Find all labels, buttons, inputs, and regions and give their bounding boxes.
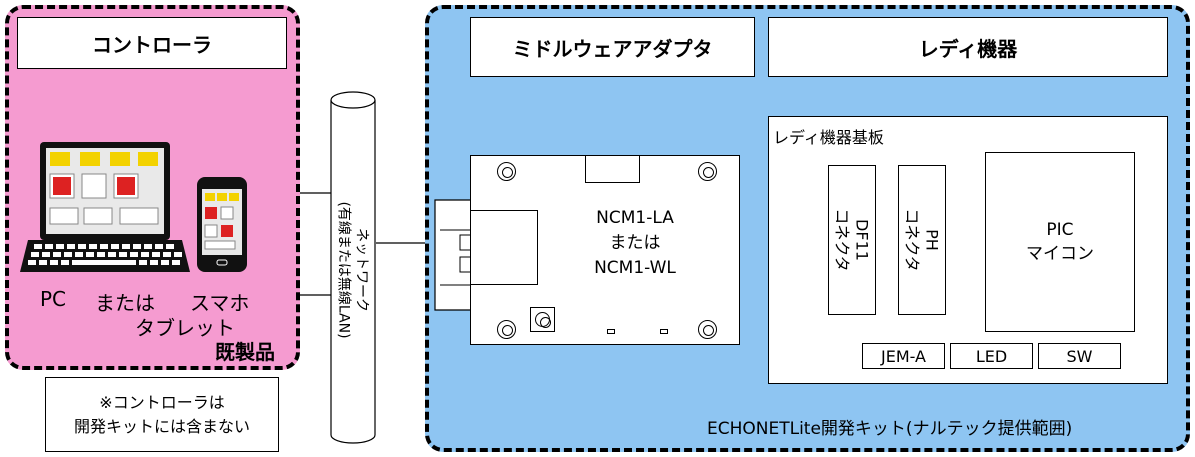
note-line-1: ※コントローラは (99, 392, 225, 412)
network-sublabel: (有線または無線LAN) (336, 201, 353, 339)
sw-switch: SW (1038, 343, 1121, 369)
kit-footer: ECHONETLite開発キット(ナルテック提供範囲) (707, 419, 1073, 439)
ethernet-jack-body (470, 210, 538, 285)
network-text: ネットワーク (有線または無線LAN) (335, 201, 371, 338)
note-line-2: 開発キットには含まない (73, 416, 250, 436)
network-text-wrap: ネットワーク (有線または無線LAN) (330, 110, 376, 430)
df11-text: DF11 コネクタ (832, 208, 872, 271)
network-pipe: ネットワーク (有線または無線LAN) (330, 90, 376, 445)
df11-connector-label: コネクタ (833, 208, 852, 272)
adapter-title: ミドルウェアアダプタ (470, 17, 755, 77)
pic-microcontroller: PIC マイコン (985, 152, 1135, 332)
mount-hole-top-right (698, 162, 717, 181)
module-led-1 (607, 329, 615, 334)
module-switch-button (535, 312, 551, 328)
module-header-connector (585, 155, 640, 183)
ph-label: PH (923, 229, 942, 251)
pic-line-1: PIC (1046, 220, 1074, 240)
mount-hole-bottom-right (698, 320, 717, 339)
led-indicator: LED (950, 343, 1033, 369)
mount-hole-bottom-left (497, 320, 516, 339)
network-label: ネットワーク (354, 227, 371, 312)
pic-line-2: マイコン (1026, 244, 1094, 264)
mount-hole-top-left (497, 162, 516, 181)
commercial-label: 既製品 (215, 340, 275, 364)
board-title: レディ機器基板 (773, 128, 884, 147)
module-line-3: NCM1-WL (594, 258, 676, 278)
module-led-2 (660, 329, 668, 334)
jem-a-terminal: JEM-A (862, 343, 945, 369)
module-line-2: または (609, 233, 661, 253)
ph-connector-label: コネクタ (903, 208, 922, 272)
df11-label: DF11 (853, 219, 872, 261)
module-line-1: NCM1-LA (596, 208, 674, 228)
ph-text: PH コネクタ (902, 208, 942, 271)
ready-device-title: レディ機器 (768, 17, 1168, 77)
pc-label: PC (40, 287, 67, 311)
network-cylinder-shape (330, 91, 376, 444)
or-label: または (95, 291, 155, 315)
controller-note: ※コントローラは 開発キットには含まない (45, 377, 279, 452)
tablet-label: タブレット (135, 316, 235, 340)
controller-title: コントローラ (17, 17, 287, 69)
ph-connector: PH コネクタ (898, 165, 946, 315)
laptop-icon (20, 142, 190, 272)
module-label: NCM1-LA または NCM1-WL (555, 206, 715, 281)
smartphone-icon (197, 177, 247, 272)
smartphone-label: スマホ (190, 291, 250, 315)
df11-connector: DF11 コネクタ (828, 165, 876, 315)
